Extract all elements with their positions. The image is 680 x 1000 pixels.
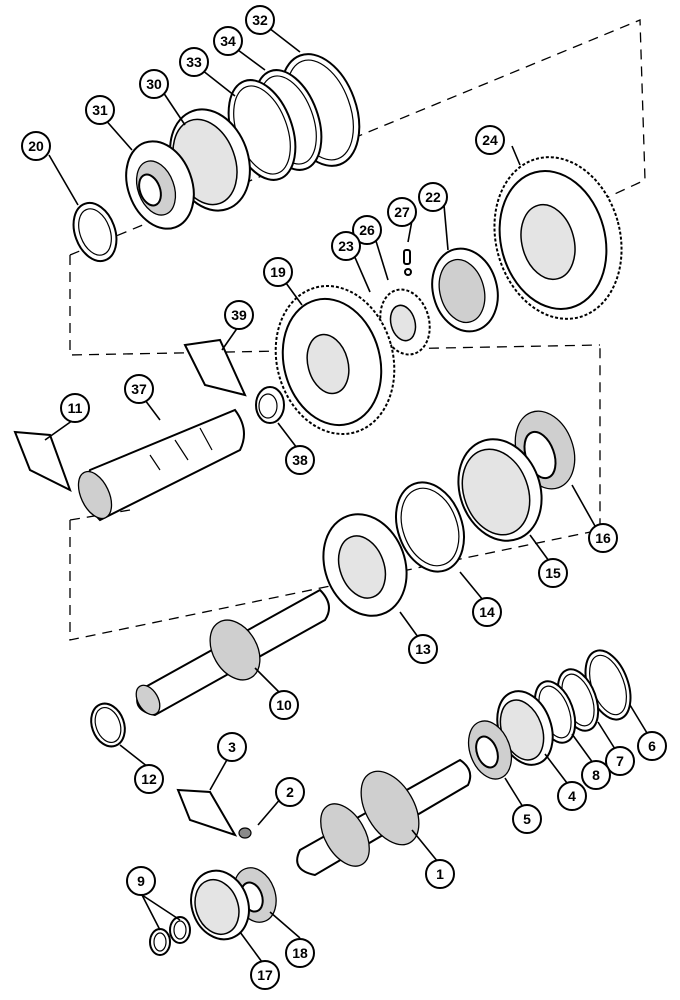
shim-20 <box>72 201 118 263</box>
svg-text:2: 2 <box>286 784 294 800</box>
shaft-37 <box>77 408 245 522</box>
callout-12: 12 <box>134 764 164 794</box>
callout-38: 38 <box>285 445 315 475</box>
svg-text:18: 18 <box>292 945 308 961</box>
svg-text:6: 6 <box>648 738 656 754</box>
svg-text:5: 5 <box>523 811 531 827</box>
callout-31: 31 <box>85 95 115 125</box>
shims-9 <box>149 916 191 956</box>
svg-text:20: 20 <box>28 138 44 154</box>
callout-19: 19 <box>263 257 293 287</box>
callout-8: 8 <box>581 760 611 790</box>
callout-10: 10 <box>269 690 299 720</box>
svg-text:10: 10 <box>276 697 292 713</box>
svg-text:27: 27 <box>394 204 410 220</box>
callout-30: 30 <box>139 69 169 99</box>
shaft-10 <box>135 588 330 717</box>
svg-text:11: 11 <box>68 400 83 416</box>
callout-26: 26 <box>352 215 382 245</box>
gear-24 <box>493 156 623 320</box>
svg-text:9: 9 <box>137 873 145 889</box>
bearing-cone-31 <box>125 140 195 230</box>
svg-text:19: 19 <box>270 264 286 280</box>
svg-text:7: 7 <box>616 753 624 769</box>
detent-ball-26 <box>404 268 412 276</box>
svg-text:30: 30 <box>146 76 162 92</box>
callout-33: 33 <box>179 47 209 77</box>
bushing-38 <box>255 386 285 424</box>
svg-text:3: 3 <box>228 739 236 755</box>
callout-27: 27 <box>387 197 417 227</box>
seal-13 <box>322 513 408 617</box>
callout-18: 18 <box>285 938 315 968</box>
callout-37: 37 <box>124 374 154 404</box>
callout-32: 32 <box>245 5 275 35</box>
callout-2: 2 <box>275 777 305 807</box>
callout-9: 9 <box>126 866 156 896</box>
plug-2 <box>238 827 252 839</box>
hub-23 <box>379 288 431 356</box>
svg-text:24: 24 <box>482 132 498 148</box>
svg-text:38: 38 <box>292 452 308 468</box>
svg-text:22: 22 <box>425 189 441 205</box>
callout-13: 13 <box>408 634 438 664</box>
callout-1: 1 <box>425 859 455 889</box>
sealant-tube-3 <box>176 788 238 837</box>
middle-assembly-boundary <box>69 345 601 641</box>
callout-14: 14 <box>472 597 502 627</box>
svg-text:13: 13 <box>415 641 431 657</box>
svg-text:31: 31 <box>92 102 108 118</box>
svg-text:8: 8 <box>592 767 600 783</box>
sealant-tube-39 <box>183 338 247 397</box>
svg-text:14: 14 <box>479 604 495 620</box>
callout-39: 39 <box>224 300 254 330</box>
svg-text:15: 15 <box>545 565 561 581</box>
svg-text:39: 39 <box>231 307 247 323</box>
shaft-1 <box>296 758 472 877</box>
svg-text:17: 17 <box>257 967 273 983</box>
svg-text:4: 4 <box>568 788 576 804</box>
svg-text:1: 1 <box>436 866 444 882</box>
callout-7: 7 <box>605 746 635 776</box>
svg-text:16: 16 <box>595 530 611 546</box>
callout-16: 16 <box>588 523 618 553</box>
snap-ring-12 <box>90 702 126 748</box>
callout-6: 6 <box>637 731 667 761</box>
synchronizer-22 <box>431 247 499 333</box>
bearing-cup-15 <box>457 438 543 542</box>
callout-11: 11 <box>60 393 90 423</box>
callout-3: 3 <box>217 732 247 762</box>
svg-text:26: 26 <box>359 222 375 238</box>
callout-23: 23 <box>331 231 361 261</box>
svg-text:37: 37 <box>131 381 147 397</box>
bearing-cup-17 <box>190 869 250 941</box>
spring-27 <box>403 249 411 265</box>
svg-text:23: 23 <box>338 238 354 254</box>
svg-text:33: 33 <box>186 54 202 70</box>
callout-22: 22 <box>418 182 448 212</box>
bearing-cone-5 <box>467 720 513 780</box>
callout-20: 20 <box>21 131 51 161</box>
callout-17: 17 <box>250 960 280 990</box>
svg-text:12: 12 <box>141 771 157 787</box>
svg-text:32: 32 <box>252 12 268 28</box>
callout-24: 24 <box>475 125 505 155</box>
snap-ring-14 <box>395 481 465 573</box>
gear-19 <box>274 285 396 435</box>
callout-4: 4 <box>557 781 587 811</box>
sealant-tube-11 <box>13 430 72 493</box>
svg-text:34: 34 <box>220 33 236 49</box>
callout-15: 15 <box>538 558 568 588</box>
callout-5: 5 <box>512 804 542 834</box>
callout-34: 34 <box>213 26 243 56</box>
bearing-cup-4 <box>496 690 554 766</box>
